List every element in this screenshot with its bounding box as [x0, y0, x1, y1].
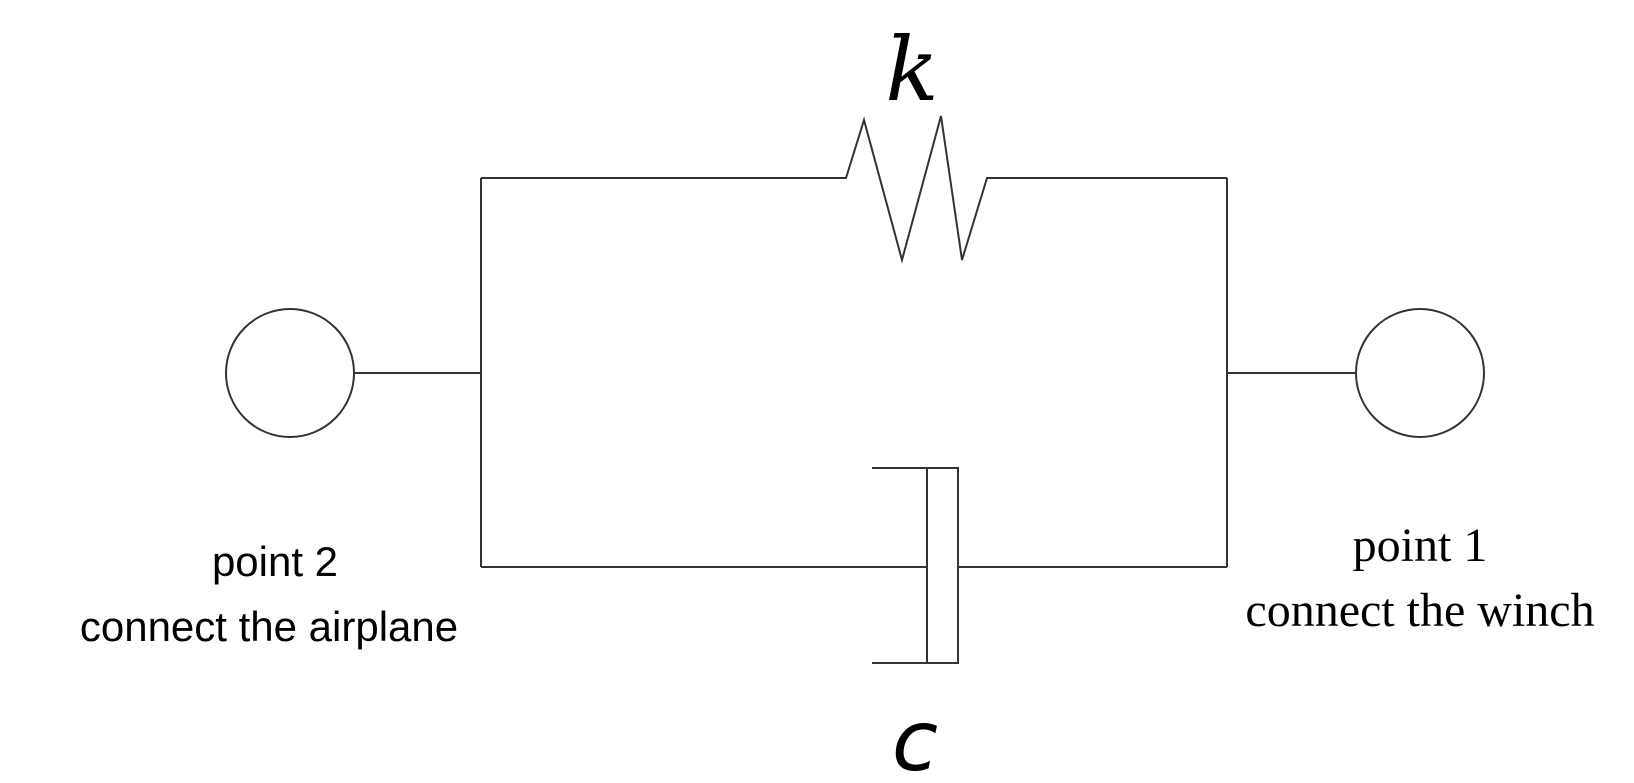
left-terminal-label-line1: point 2 [212, 538, 338, 585]
damper-cylinder [872, 467, 959, 664]
left-terminal-label-line2: connect the airplane [80, 603, 458, 650]
spring-label: k [885, 18, 938, 121]
right-terminal-label-line1: point 1 [1353, 519, 1488, 572]
spring [481, 115, 1227, 264]
right-terminal-label-line2: connect the winch [1245, 584, 1594, 637]
left-terminal-circle [225, 308, 355, 438]
damper-label: c [892, 692, 938, 783]
right-terminal-circle [1355, 308, 1485, 438]
